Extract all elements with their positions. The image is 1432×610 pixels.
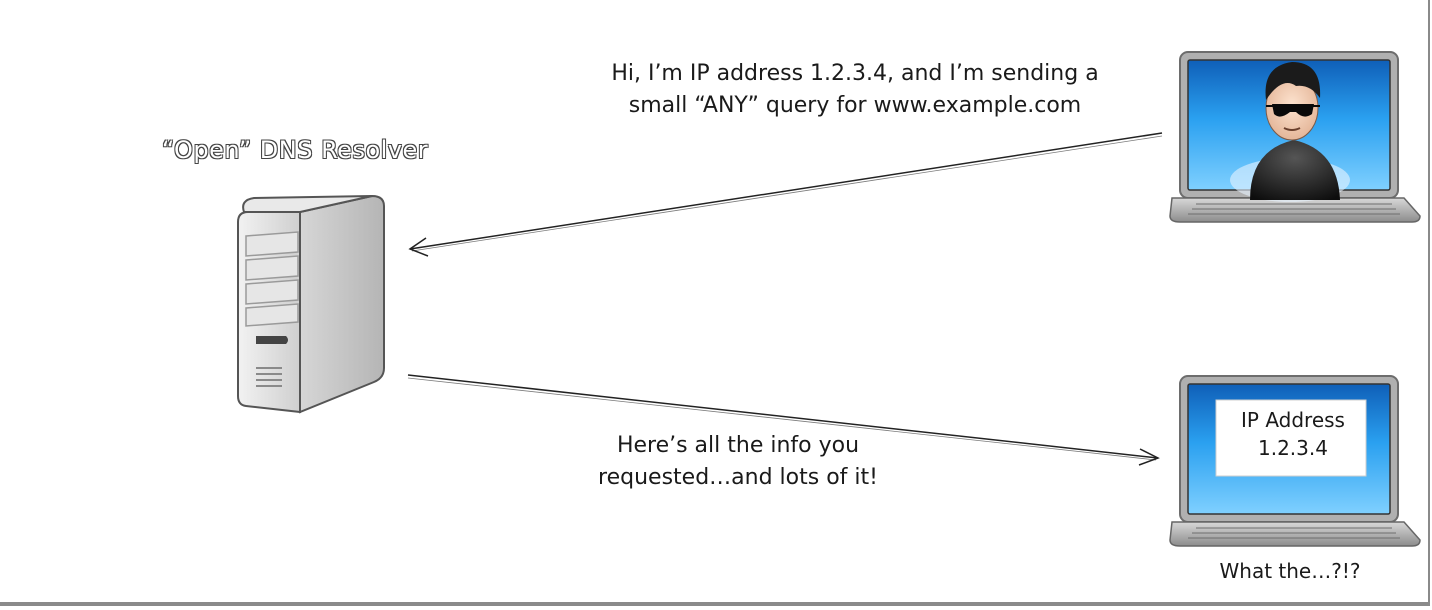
resolver-title: “Open” DNS Resolver xyxy=(161,136,429,164)
server-tower-icon xyxy=(237,194,385,414)
response-message: Here’s all the info you requested…and lo… xyxy=(548,430,928,494)
attacker-message-line2: small “ANY” query for www.example.com xyxy=(628,93,1082,118)
victim-caption: What the…?!? xyxy=(1219,559,1361,583)
victim-screen-line1: IP Address xyxy=(1241,408,1345,432)
response-message-line1: Here’s all the info you xyxy=(616,433,860,458)
hacker-laptop-icon xyxy=(1169,51,1421,223)
victim-laptop-icon xyxy=(1169,375,1421,547)
query-arrow xyxy=(408,132,1163,257)
attacker-message-line1: Hi, I’m IP address 1.2.3.4, and I’m send… xyxy=(611,61,1099,86)
response-arrow xyxy=(407,374,1160,466)
response-message-line2: requested…and lots of it! xyxy=(598,465,878,490)
victim-screen-text: IP Address 1.2.3.4 xyxy=(1218,406,1368,462)
attacker-message: Hi, I’m IP address 1.2.3.4, and I’m send… xyxy=(560,58,1150,122)
victim-screen-line2: 1.2.3.4 xyxy=(1258,436,1328,460)
